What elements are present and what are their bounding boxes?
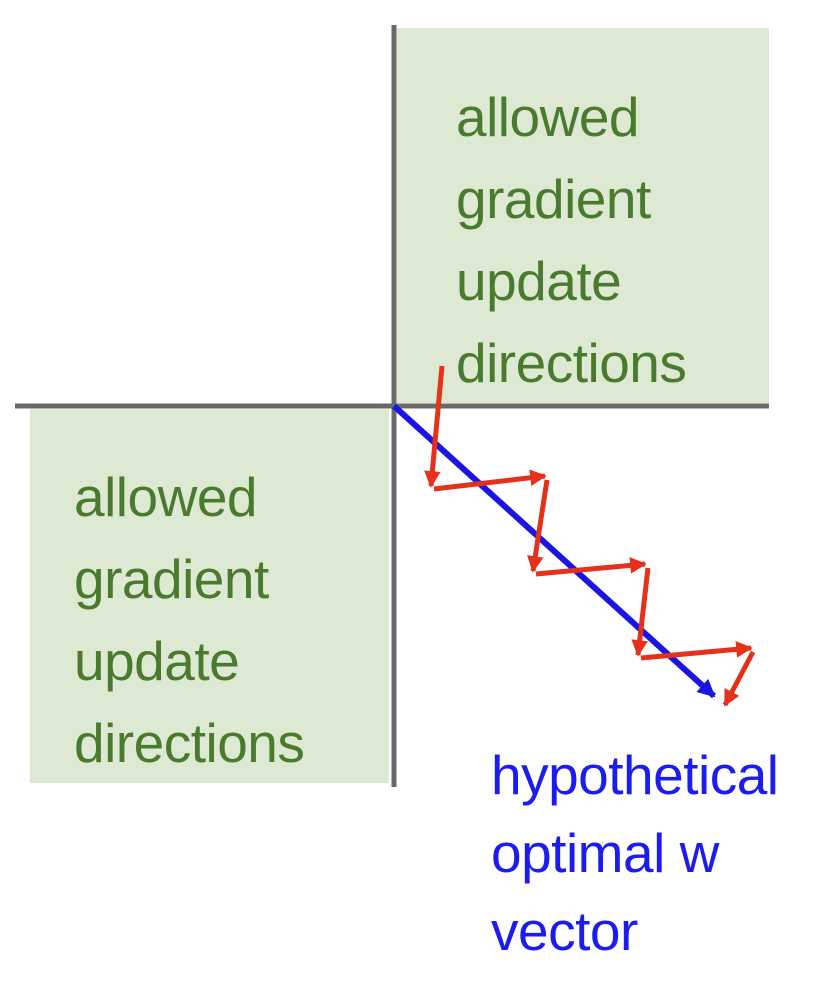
gradient-step-arrow-6 bbox=[640, 641, 753, 661]
annotation-line: hypothetical bbox=[491, 744, 779, 806]
label-line: directions bbox=[74, 712, 305, 774]
allowed-directions-label-top-right: allowed gradient update directions bbox=[456, 76, 687, 404]
label-line: gradient bbox=[74, 548, 269, 610]
gradient-step-arrow-7 bbox=[722, 650, 756, 707]
allowed-region-bottom-left bbox=[30, 409, 389, 783]
label-line: allowed bbox=[74, 466, 258, 528]
annotation-line: vector bbox=[491, 900, 638, 962]
gradient-step-arrow-3 bbox=[527, 479, 550, 573]
gradient-step-arrow-2 bbox=[433, 469, 547, 492]
label-line: directions bbox=[456, 332, 687, 394]
optimal-w-vector-label: hypothetical optimal w vector bbox=[491, 736, 779, 970]
optimal-w-vector-arrow bbox=[391, 403, 717, 699]
label-line: allowed bbox=[456, 86, 640, 148]
label-line: gradient bbox=[456, 168, 651, 230]
label-line: update bbox=[456, 250, 622, 312]
gradient-step-arrow-5 bbox=[631, 567, 651, 657]
label-line: update bbox=[74, 630, 240, 692]
gradient-step-arrow-4 bbox=[535, 557, 647, 577]
annotation-line: optimal w bbox=[491, 822, 719, 884]
allowed-directions-label-bottom-left: allowed gradient update directions bbox=[74, 456, 305, 784]
allowed-region-top-right bbox=[397, 28, 769, 403]
